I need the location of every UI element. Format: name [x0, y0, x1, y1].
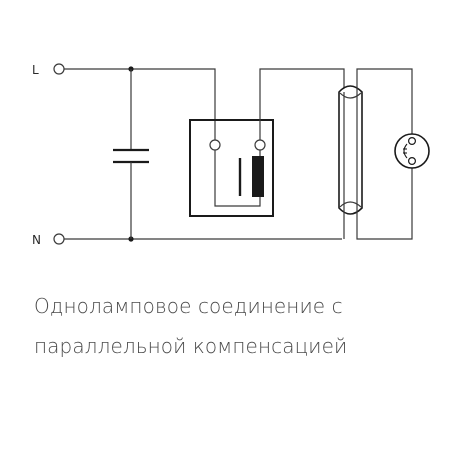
terminal-l — [53, 63, 65, 75]
ballast-to-lamp-wire — [259, 68, 345, 140]
compensation-capacitor — [113, 69, 149, 239]
ballast-coil — [252, 156, 264, 197]
terminal-label-l: L — [32, 63, 39, 77]
diagram-caption: Одноламповое соединение с параллельной к… — [34, 286, 434, 366]
terminal-n — [53, 233, 65, 245]
caption-line-2: параллельной компенсацией — [34, 334, 348, 358]
caption-line-1: Одноламповое соединение с — [34, 294, 343, 318]
line-wire — [64, 68, 216, 140]
lamp-to-starter-wire-bottom — [356, 168, 413, 240]
terminal-label-n: N — [32, 233, 41, 247]
lamp-to-starter-wire-top — [356, 68, 413, 134]
fluorescent-lamp — [338, 85, 363, 215]
ballast-unit — [189, 119, 274, 217]
starter — [394, 133, 430, 169]
